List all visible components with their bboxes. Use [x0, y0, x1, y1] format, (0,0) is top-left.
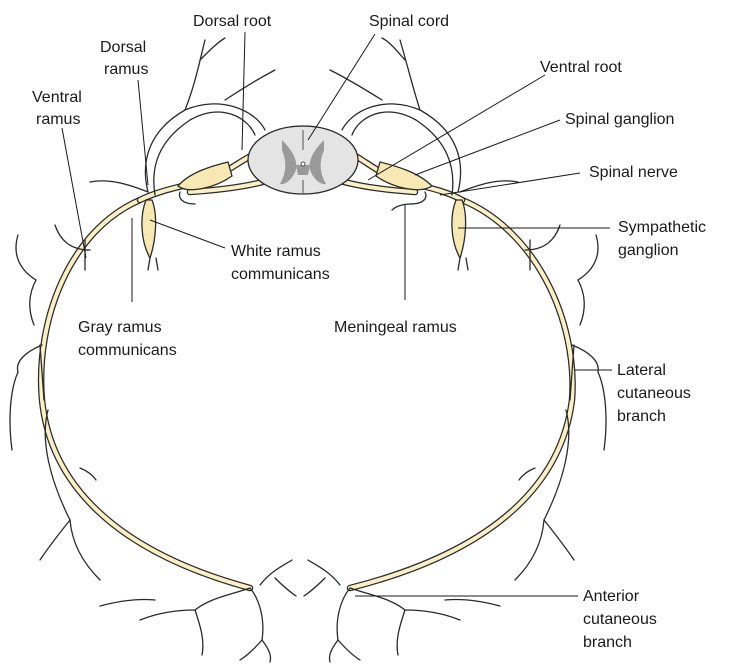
svg-text:branch: branch — [583, 634, 632, 651]
svg-text:ramus: ramus — [104, 61, 148, 78]
label-lateral-cutaneous: Lateral — [617, 362, 666, 379]
anterior-branches — [100, 560, 500, 662]
label-spinal-ganglion: Spinal ganglion — [565, 111, 674, 128]
spinal-cord — [248, 126, 358, 194]
spinal-ganglion-left — [178, 162, 232, 190]
sympathetic-ganglion-left — [142, 200, 156, 258]
svg-text:ramus: ramus — [36, 111, 80, 128]
svg-text:cutaneous: cutaneous — [617, 385, 691, 402]
label-meningeal-ramus: Meningeal ramus — [334, 319, 457, 336]
label-sympathetic-ganglion: Sympathetic — [618, 219, 706, 236]
label-gray-ramus: Gray ramus — [78, 319, 162, 336]
meningeal-rami — [180, 192, 426, 210]
label-white-ramus: White ramus — [231, 243, 321, 260]
svg-text:ganglion: ganglion — [618, 242, 679, 259]
label-spinal-nerve: Spinal nerve — [589, 164, 678, 181]
label-ventral-root: Ventral root — [540, 59, 622, 76]
label-spinal-cord: Spinal cord — [369, 13, 449, 30]
label-ventral-ramus: Ventral — [32, 89, 82, 106]
leader-lines — [62, 32, 612, 596]
svg-text:cutaneous: cutaneous — [583, 611, 657, 628]
svg-text:communicans: communicans — [231, 266, 330, 283]
label-anterior-cutaneous: Anterior — [583, 588, 640, 605]
label-dorsal-root: Dorsal root — [193, 13, 272, 30]
labels: Dorsal root Spinal cord Dorsal ramus Ven… — [32, 13, 706, 651]
svg-text:branch: branch — [617, 408, 666, 425]
sympathetic-ganglion-right — [452, 200, 466, 258]
label-dorsal-ramus: Dorsal — [100, 39, 146, 56]
svg-text:communicans: communicans — [78, 342, 177, 359]
spinal-ganglion-right — [376, 162, 432, 190]
